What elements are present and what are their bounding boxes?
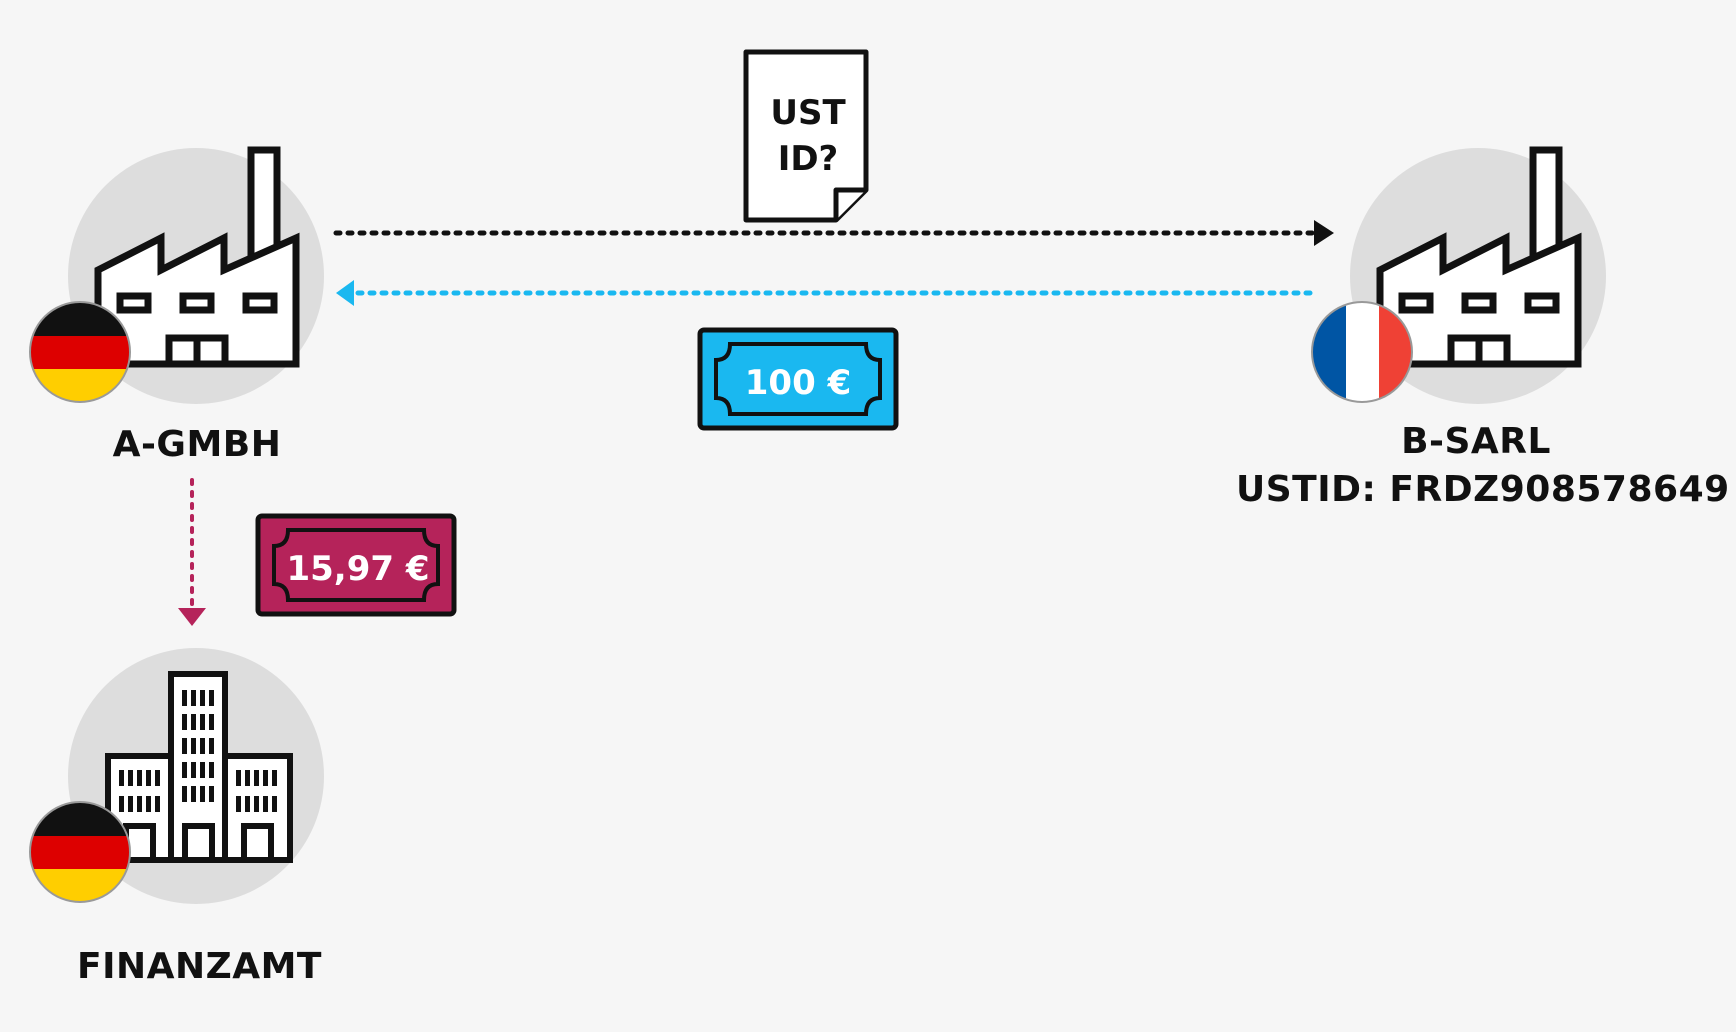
tax-amount: 15,97 € bbox=[286, 549, 429, 589]
sale-amount: 100 € bbox=[745, 363, 851, 403]
de-flag-icon bbox=[29, 801, 131, 903]
b-sarl-vat-id: USTID: FRDZ908578649 bbox=[1236, 469, 1730, 510]
building-windows bbox=[119, 690, 277, 812]
finanzamt-node bbox=[29, 648, 324, 904]
document-line-1: UST bbox=[770, 93, 846, 133]
vat-id-document-icon: UST ID? bbox=[743, 49, 869, 223]
de-flag-icon bbox=[29, 301, 131, 403]
document-line-2: ID? bbox=[778, 139, 839, 179]
b-sarl-label-block: B-SARL USTID: FRDZ908578649 bbox=[1236, 418, 1730, 514]
b-sarl-label: B-SARL bbox=[1401, 421, 1551, 462]
b-sarl-node bbox=[1311, 146, 1606, 404]
finanzamt-label: FINANZAMT bbox=[77, 946, 322, 987]
factory-icon bbox=[1376, 146, 1582, 368]
fr-flag-icon bbox=[1311, 301, 1413, 403]
tax-arrow bbox=[178, 478, 206, 626]
factory-icon bbox=[94, 146, 300, 368]
a-gmbh-label: A-GMBH bbox=[112, 424, 282, 465]
payment-arrow bbox=[336, 280, 1313, 306]
request-arrow bbox=[333, 220, 1334, 246]
sale-banknote: 100 € bbox=[697, 327, 899, 431]
tax-banknote: 15,97 € bbox=[255, 513, 457, 617]
a-gmbh-node bbox=[29, 146, 324, 404]
